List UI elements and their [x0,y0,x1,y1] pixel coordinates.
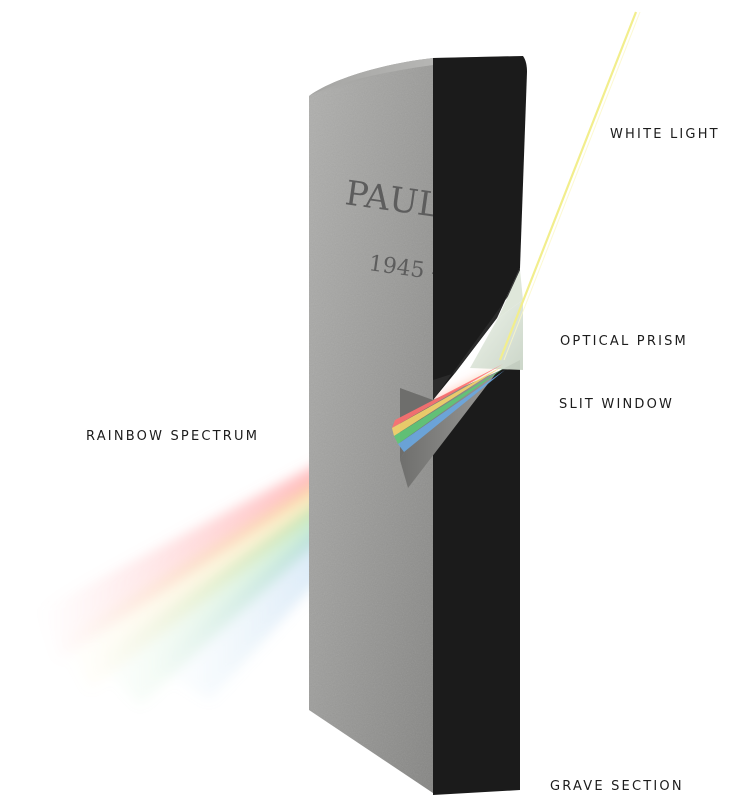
optical-prism-label: OPTICAL PRISM [560,334,688,349]
slit-window-label: SLIT WINDOW [559,397,674,412]
white-light-label: WHITE LIGHT [610,127,720,142]
grave-section-label: GRAVE SECTION [550,779,684,794]
rainbow-spectrum-label: RAINBOW SPECTRUM [86,429,259,444]
